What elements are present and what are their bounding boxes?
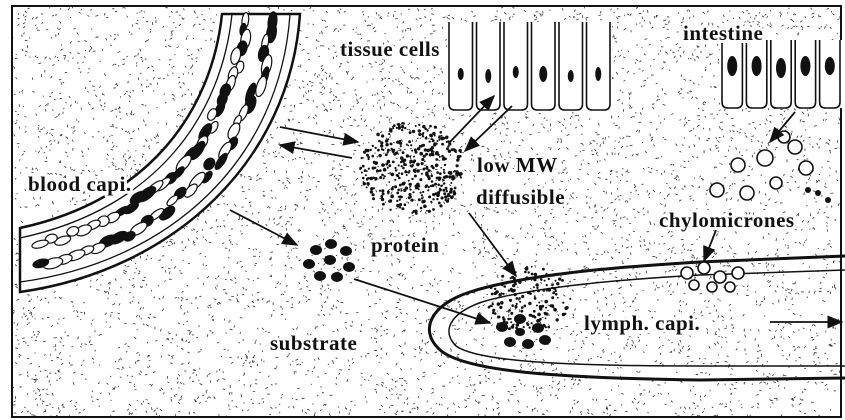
label-lymph-capillary: lymph. capi.: [584, 311, 700, 335]
label-substrate: substrate: [270, 331, 357, 355]
label-diffusible: diffusible: [476, 185, 565, 209]
label-protein: protein: [371, 233, 439, 257]
label-tissue-cells: tissue cells: [340, 37, 440, 61]
label-chylomicrones: chylomicrones: [659, 208, 795, 232]
label-intestine: intestine: [683, 21, 763, 45]
label-low-mw: low MW: [477, 153, 558, 177]
intestine-cells: [720, 40, 842, 108]
tissue-cells: [447, 22, 612, 110]
label-blood-capillary: blood capi.: [28, 172, 132, 196]
